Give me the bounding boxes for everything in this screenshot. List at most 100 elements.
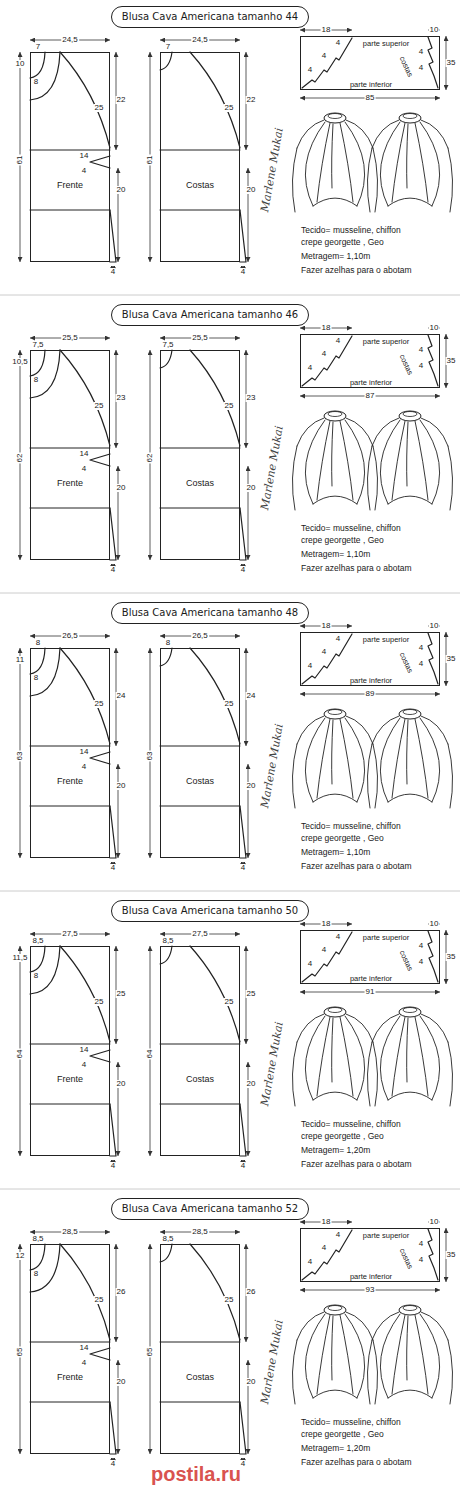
armhole-line [60, 648, 110, 744]
dimension-number: 20 [246, 1378, 257, 1386]
blouse-sketch [340, 1017, 353, 1096]
dimension-number: 4 [418, 1256, 424, 1264]
neck-band [399, 1007, 421, 1017]
dimension-number: 4 [321, 350, 327, 358]
neck-band [403, 114, 417, 119]
sewing-note: Fazer azelhas para o abotam [300, 1458, 413, 1467]
dimension-line [248, 1360, 249, 1454]
neck-band [324, 411, 346, 421]
armhole-line [60, 52, 110, 148]
blouse-sketch [388, 198, 432, 206]
dimension-number: 35 [446, 953, 457, 961]
dimension-number: 4 [240, 566, 246, 574]
blouse-sketch [415, 1017, 428, 1096]
dimension-number: 20 [116, 782, 127, 790]
side-flare [240, 1402, 246, 1454]
dart [90, 156, 110, 168]
blouse-sketch [373, 744, 378, 808]
dimension-number: 4 [321, 946, 327, 954]
dimension-number: 85 [365, 94, 376, 102]
pattern-piece: Frente [30, 648, 110, 858]
sewing-note: Fazer azelhas para o abotam [300, 1160, 413, 1169]
dimension-number: 8,5 [31, 1235, 44, 1243]
pattern-piece: Costas [160, 350, 240, 560]
dimension-number: 65 [146, 1347, 154, 1358]
dimension-number: 8,5 [161, 1235, 174, 1243]
dimension-number: 7,5 [161, 341, 174, 349]
gather-line [428, 633, 438, 684]
dimension-number: 4 [110, 1162, 116, 1170]
dart [90, 454, 110, 466]
dimension-number: 25 [94, 402, 105, 410]
pattern-piece: Frente [30, 350, 110, 560]
armhole-line [190, 52, 240, 148]
guide-line [160, 448, 240, 508]
dimension-line [118, 764, 119, 858]
dimension-line [248, 1062, 249, 1156]
piece-name: Costas [161, 479, 239, 488]
neckline [30, 52, 60, 100]
neck-band [399, 1305, 421, 1315]
signature: Marlene Mukai [259, 1318, 285, 1406]
piece-name: Costas [161, 777, 239, 786]
dimension-number: 12 [15, 1252, 26, 1260]
neck-band [324, 113, 346, 123]
dimension-number: 8 [35, 639, 41, 647]
pattern-piece: Frente [30, 1244, 110, 1454]
blouse-sketch [448, 446, 453, 510]
dimension-number: 11 [15, 656, 25, 664]
fabric-note: Tecido= musseline, chiffon [300, 1120, 402, 1129]
neck-band [328, 1008, 342, 1013]
blouse-sketch [372, 1312, 399, 1340]
blouse-sketch [292, 148, 297, 212]
dimension-number: 8 [165, 639, 171, 647]
blouse-sketch [317, 1315, 330, 1394]
drape-piece: parte superiorcostasparte inferior [300, 1228, 440, 1282]
neckline [30, 946, 45, 972]
neck-band [403, 1306, 417, 1311]
neck-band [403, 412, 417, 417]
dimension-line [118, 1062, 119, 1156]
part-name: costas [398, 651, 414, 674]
guide-line [30, 746, 110, 806]
yardage-note: Metragem= 1,10m [300, 252, 371, 261]
blouse-sketch [340, 421, 353, 500]
part-name: parte superior [363, 40, 409, 48]
title-text: Blusa Cava Americana tamanho 46 [122, 309, 298, 320]
blouse-sketch [332, 124, 333, 188]
armhole-line [60, 1244, 110, 1340]
neckline [30, 946, 60, 994]
side-flare [110, 508, 116, 560]
blouse-sketch [372, 418, 399, 446]
dimension-number: 4 [110, 864, 116, 872]
dimension-number: 25 [224, 1296, 235, 1304]
dimension-number: 25 [116, 990, 127, 998]
title-text: Blusa Cava Americana tamanho 44 [122, 11, 298, 22]
piece-name: Frente [31, 1373, 109, 1382]
title-box: Blusa Cava Americana tamanho 52 [111, 1198, 309, 1220]
blouse-sketch [388, 496, 432, 504]
dimension-number: 63 [146, 751, 154, 762]
dimension-number: 10 [15, 60, 26, 68]
blouse-sketch [407, 720, 408, 784]
dimension-number: 4 [321, 648, 327, 656]
dimension-number: 27,5 [191, 930, 209, 938]
dimension-number: 61 [16, 155, 24, 166]
dart [90, 1050, 110, 1062]
blouse-sketch [340, 1315, 353, 1394]
dimension-number: 25 [94, 998, 105, 1006]
armhole-line [190, 350, 240, 446]
dimension-number: 23 [246, 394, 257, 402]
dimension-number: 25 [246, 990, 257, 998]
dimension-number: 25,5 [61, 334, 79, 342]
title-box: Blusa Cava Americana tamanho 44 [111, 6, 309, 28]
blouse-sketch [407, 1316, 408, 1380]
side-flare [110, 806, 116, 858]
dimension-number: 4 [240, 268, 246, 276]
blouse-sketch [332, 1018, 333, 1082]
fabric-note: crepe georgette , Geo [300, 834, 385, 843]
blouse-sketch [317, 1017, 330, 1096]
neckline [160, 1244, 172, 1262]
piece-name: Frente [31, 181, 109, 190]
